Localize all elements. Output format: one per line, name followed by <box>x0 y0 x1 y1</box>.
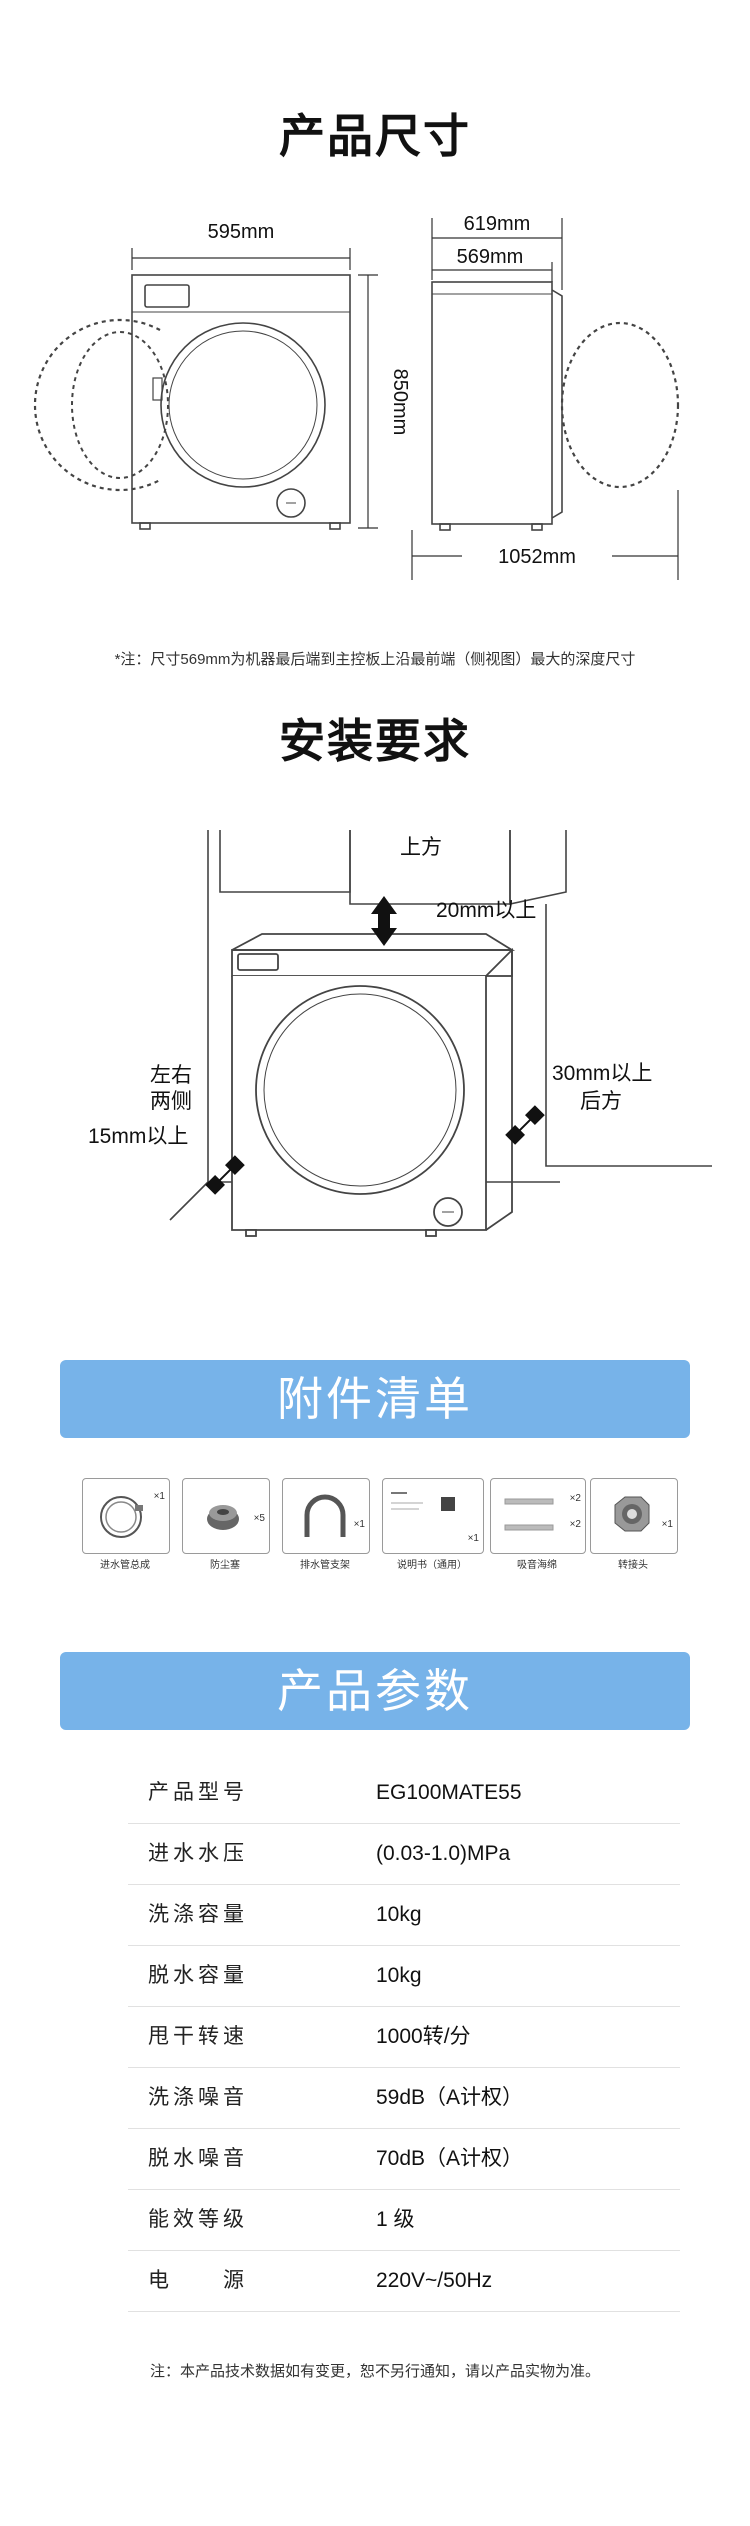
back-clearance-arrow <box>505 1105 545 1145</box>
side-view-washer <box>431 281 680 531</box>
param-row: 洗涤容量 10kg <box>128 1884 680 1946</box>
param-value: (0.03-1.0)MPa <box>376 1842 511 1865</box>
accessory-label: 吸音海绵 <box>517 1560 557 1571</box>
param-label: 电 源 <box>148 2269 248 2292</box>
param-row: 进水水压 (0.03-1.0)MPa <box>128 1823 680 1885</box>
dimension-diagram: 595mm 850mm 619mm 569mm 1052mm <box>33 213 680 580</box>
width-dimension <box>131 248 351 270</box>
width-label: 595mm <box>208 221 275 243</box>
side-label-line2: 两侧 <box>150 1090 192 1113</box>
accessory-qty: ×1 <box>661 1519 673 1530</box>
installation-title: 安装要求 <box>279 715 471 767</box>
param-value: 1000转/分 <box>376 2025 471 2048</box>
drain-hose-bracket-icon <box>304 1494 346 1537</box>
param-value: 70dB（A计权） <box>376 2147 524 2170</box>
accessory-qty: ×2 <box>569 1493 581 1504</box>
param-label: 进水水压 <box>148 1842 248 1865</box>
accessory-qty: ×1 <box>467 1533 479 1544</box>
accessory-label: 进水管总成 <box>100 1560 150 1571</box>
param-label: 洗涤容量 <box>148 1903 248 1926</box>
installation-walls <box>169 830 712 1221</box>
dimensions-note: *注：尺寸569mm为机器最后端到主控板上沿最前端（侧视图）最大的深度尺寸 <box>114 651 636 668</box>
accessory-label: 转接头 <box>618 1560 648 1571</box>
top-clearance-arrow <box>371 896 397 946</box>
param-value: 59dB（A计权） <box>376 2086 524 2109</box>
depth-open-dimension <box>411 490 679 580</box>
accessory-box: ×5 <box>182 1478 270 1554</box>
param-row: 电 源 220V~/50Hz <box>128 2250 680 2312</box>
depth-total-label: 619mm <box>464 213 531 235</box>
accessory-qty: ×1 <box>153 1491 165 1502</box>
top-label: 上方 <box>400 836 442 859</box>
param-label: 能效等级 <box>148 2208 248 2231</box>
accessory-qty-2: ×2 <box>569 1519 581 1530</box>
height-dimension <box>358 274 378 529</box>
param-value: 220V~/50Hz <box>376 2269 493 2292</box>
side-label-line1: 左右 <box>150 1064 192 1087</box>
accessory-label: 说明书（通用） <box>397 1560 467 1571</box>
param-row: 洗涤噪音 59dB（A计权） <box>128 2067 680 2129</box>
param-row: 甩干转速 1000转/分 <box>128 2006 680 2068</box>
dimensions-title: 产品尺寸 <box>279 110 471 162</box>
depth-body-label: 569mm <box>457 246 524 268</box>
param-label: 甩干转速 <box>148 2025 248 2048</box>
param-value: EG100MATE55 <box>376 1781 522 1804</box>
parameters-banner: 产品参数 <box>60 1652 690 1730</box>
installation-diagram: 上方 20mm以上 左右 两侧 15mm以上 30mm以上 后方 <box>88 830 712 1237</box>
back-label: 后方 <box>580 1090 622 1113</box>
param-row: 产品型号 EG100MATE55 <box>128 1762 680 1824</box>
height-label: 850mm <box>389 369 411 436</box>
accessory-box: ×2 ×2 <box>490 1478 586 1554</box>
inlet-hose-icon <box>100 1496 143 1538</box>
accessory-qty: ×5 <box>253 1513 265 1524</box>
top-clearance-label: 20mm以上 <box>436 899 536 922</box>
installation-washer <box>231 933 516 1237</box>
param-label: 脱水噪音 <box>148 2147 248 2170</box>
parameters-footnote: 注：本产品技术数据如有变更，恕不另行通知，请以产品实物为准。 <box>149 2363 600 2380</box>
back-clearance-label: 30mm以上 <box>552 1062 652 1085</box>
accessories-banner: 附件清单 <box>60 1360 690 1438</box>
dust-plug-icon <box>207 1505 239 1530</box>
param-row: 能效等级 1 级 <box>128 2189 680 2251</box>
param-label: 产品型号 <box>148 1781 248 1804</box>
accessory-box: ×1 <box>82 1478 170 1554</box>
depth-body-dimension <box>432 262 553 282</box>
sound-foam-icon <box>504 1498 554 1531</box>
accessory-box: ×1 <box>590 1478 678 1554</box>
side-clearance-arrow <box>205 1155 245 1195</box>
front-view-washer <box>33 274 351 530</box>
param-label: 脱水容量 <box>148 1964 248 1987</box>
accessory-qty: ×1 <box>353 1519 365 1530</box>
adapter-icon <box>614 1496 650 1532</box>
param-value: 10kg <box>376 1964 422 1987</box>
accessory-label: 排水管支架 <box>300 1560 350 1571</box>
accessory-box: ×1 <box>382 1478 484 1554</box>
side-clearance-label: 15mm以上 <box>88 1125 188 1148</box>
manual-icon <box>391 1492 455 1511</box>
param-row: 脱水噪音 70dB（A计权） <box>128 2128 680 2190</box>
param-value: 1 级 <box>376 2208 415 2231</box>
accessory-label: 防尘塞 <box>210 1560 240 1571</box>
depth-open-label: 1052mm <box>498 546 576 568</box>
param-label: 洗涤噪音 <box>148 2086 248 2109</box>
param-value: 10kg <box>376 1903 422 1926</box>
param-row: 脱水容量 10kg <box>128 1945 680 2007</box>
accessory-box: ×1 <box>282 1478 370 1554</box>
